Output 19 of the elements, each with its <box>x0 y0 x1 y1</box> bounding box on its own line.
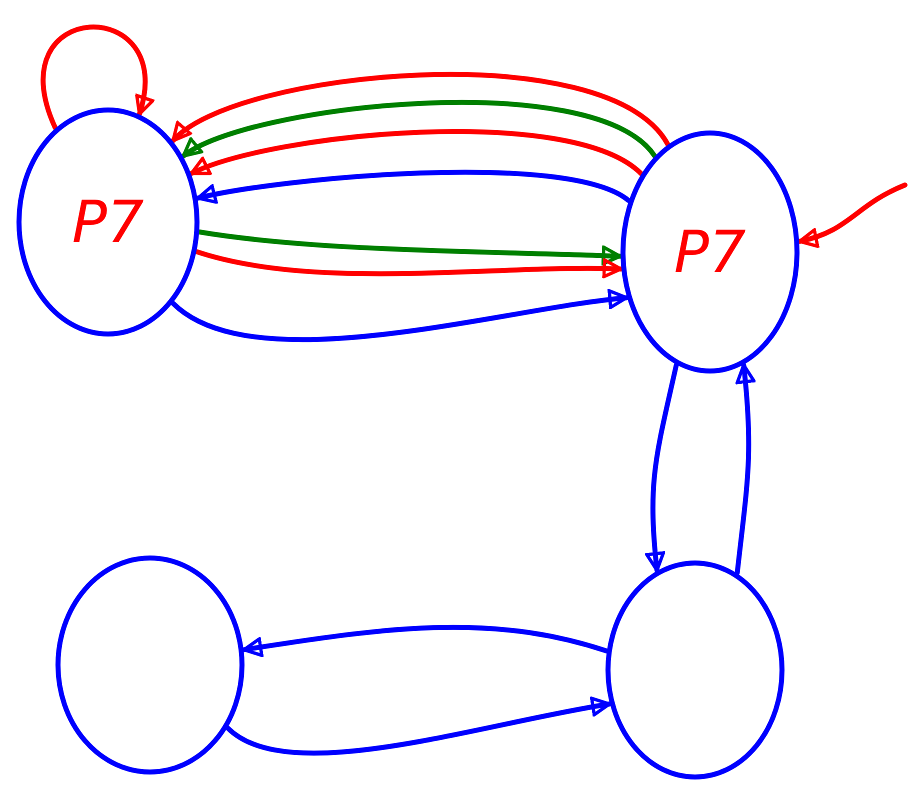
arrow <box>242 624 609 658</box>
arrow <box>797 182 908 248</box>
arrow <box>170 290 630 342</box>
arrow <box>645 362 679 573</box>
arrow <box>188 129 644 177</box>
state-circle <box>16 107 200 337</box>
arrow <box>194 249 624 279</box>
arrow <box>225 696 612 756</box>
arrow <box>40 24 153 130</box>
arrow <box>734 362 756 576</box>
state-circle <box>620 130 800 374</box>
arrow <box>197 230 623 266</box>
arrow <box>170 72 670 147</box>
state-circle <box>55 555 245 775</box>
arrow <box>196 170 631 204</box>
arrow <box>180 100 658 159</box>
state-label: P7 <box>72 188 144 256</box>
state-circle <box>605 560 785 780</box>
state-label: P7 <box>674 218 746 286</box>
